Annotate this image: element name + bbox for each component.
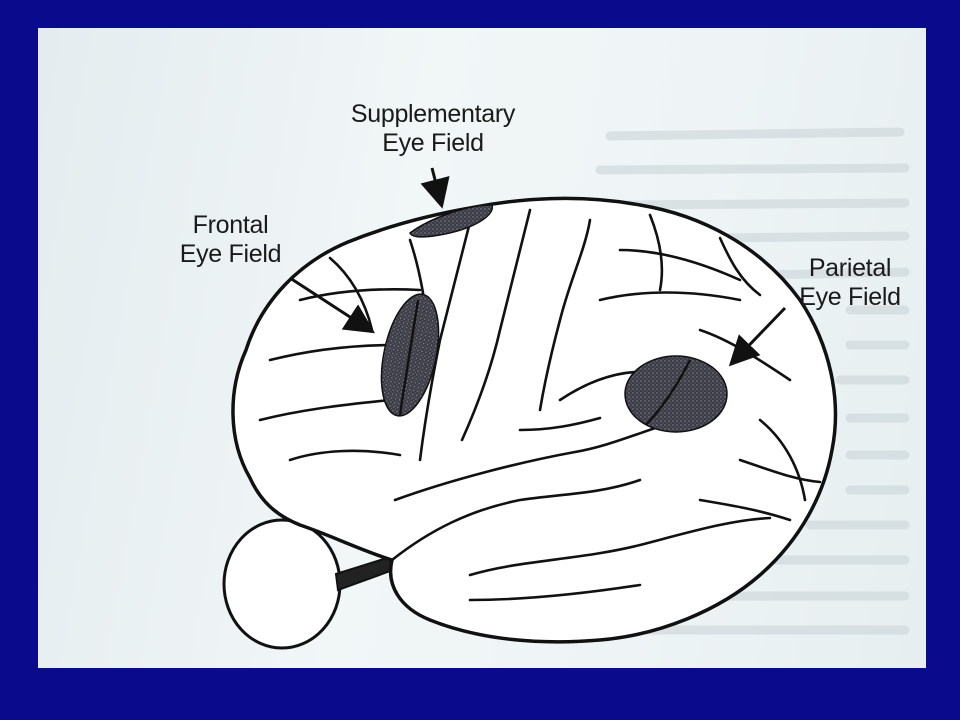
parietal-label-line1: Parietal [808, 254, 892, 282]
brain-outline [231, 196, 838, 644]
brain-diagram [222, 127, 910, 650]
label-arrows [289, 167, 787, 367]
supplementary-label-line1: Supplementary [350, 100, 516, 128]
frontal-label-line2: Eye Field [179, 240, 282, 268]
supplementary-arrow [420, 167, 450, 209]
parietal-label-line2: Eye Field [799, 283, 901, 311]
frontal-arrow [289, 276, 376, 334]
cerebellum-outline [222, 518, 342, 650]
textbook-page-photo: Supplementary Eye Field Frontal Eye Fiel… [38, 28, 926, 668]
sulci [258, 208, 822, 602]
frontal-label-line1: Frontal [192, 211, 269, 239]
parietal-eye-field-region [624, 355, 728, 433]
brainstem [334, 555, 395, 592]
supplementary-eye-field-region [409, 204, 493, 238]
frontal-eye-field-label: Frontal Eye Field [168, 211, 293, 269]
supplementary-eye-field-label: Supplementary Eye Field [338, 100, 528, 158]
supplementary-label-line2: Eye Field [382, 129, 484, 157]
parietal-arrow [728, 306, 787, 367]
background-page-text [555, 127, 910, 635]
parietal-eye-field-label: Parietal Eye Field [795, 254, 905, 312]
